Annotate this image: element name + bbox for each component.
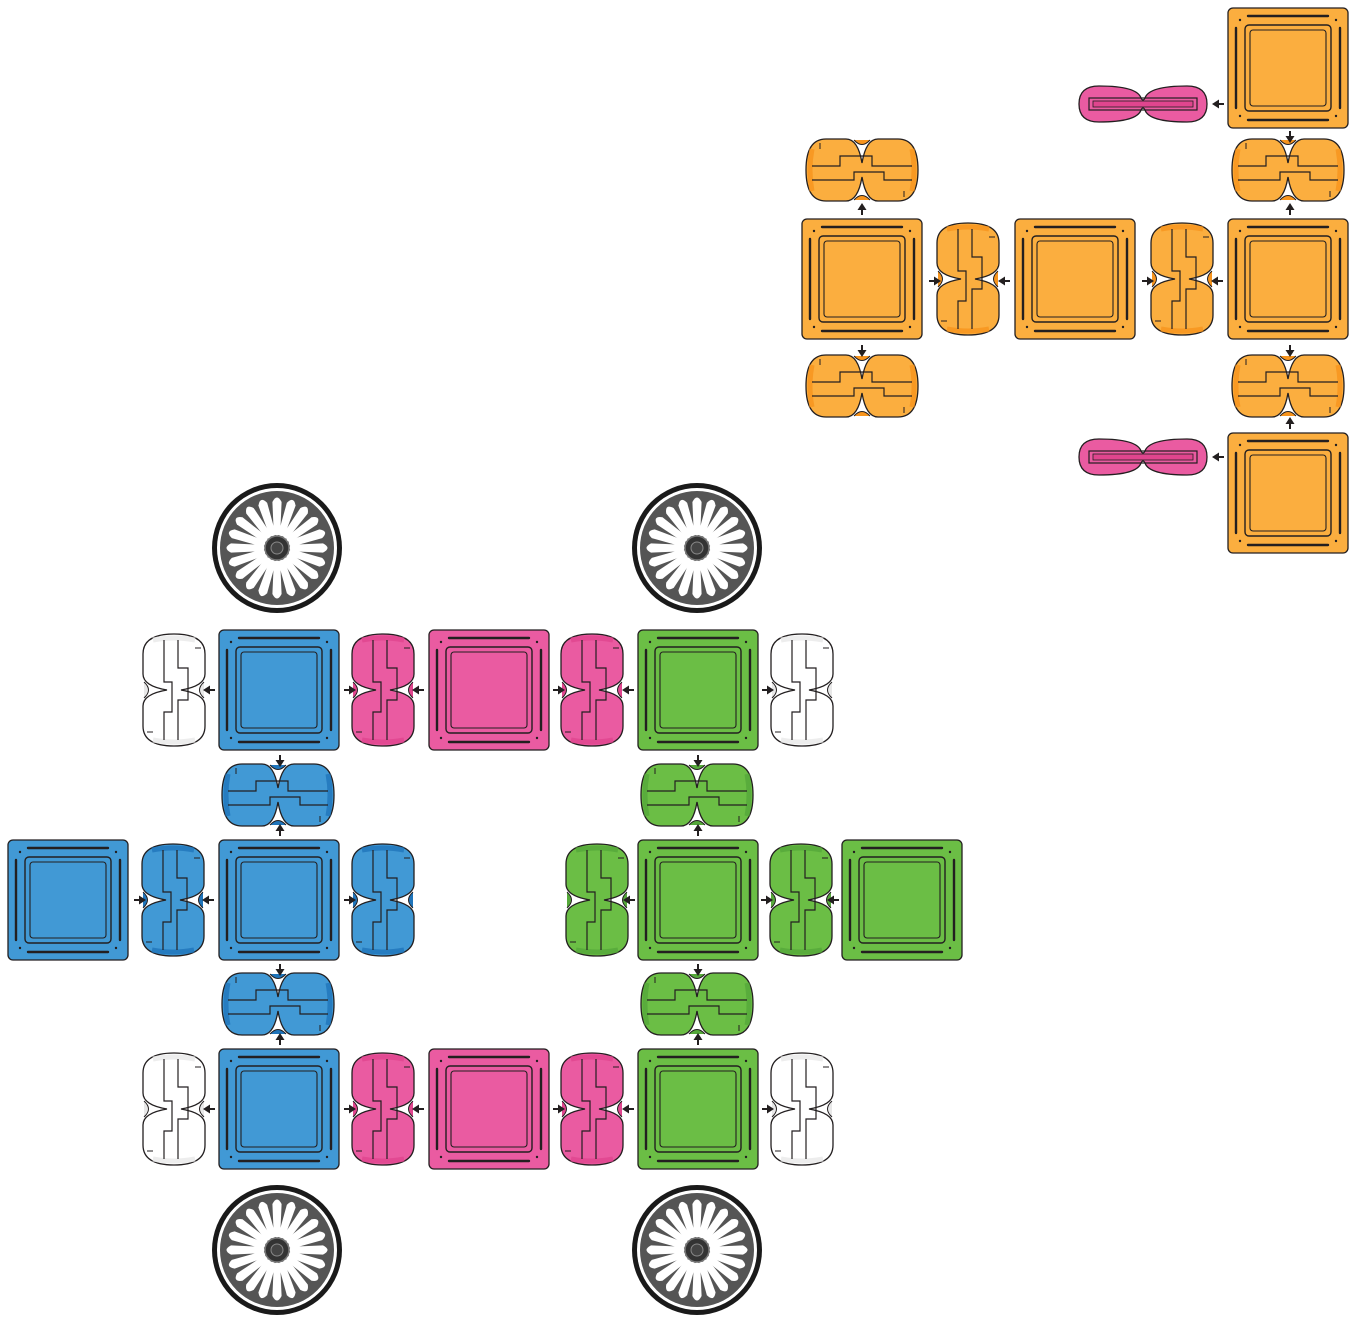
assembly-arrow-up-19 xyxy=(276,824,285,836)
assembly-arrow-up-29 xyxy=(276,1033,285,1045)
assembly-arrow-down-9 xyxy=(858,345,867,357)
square-tile-blue-4 xyxy=(219,840,339,960)
assembly-arrow-left-23 xyxy=(202,896,214,905)
clip-connector-white-3 xyxy=(771,634,833,746)
assembly-arrow-up-3 xyxy=(1286,203,1295,215)
clip-connector-white-0 xyxy=(143,634,205,746)
square-tile-pink-8 xyxy=(429,1049,549,1169)
assembly-arrow-left-32 xyxy=(203,1105,215,1114)
square-tile-orange-2 xyxy=(1015,219,1135,339)
square-tile-blue-7 xyxy=(219,1049,339,1169)
square-tile-green-9 xyxy=(638,1049,758,1169)
clip-connector-blue-10 xyxy=(222,973,334,1035)
square-tile-green-6 xyxy=(842,840,962,960)
clip-connector-orange-4 xyxy=(806,355,918,417)
orange-frame-assembly xyxy=(802,8,1348,553)
square-tile-orange-1 xyxy=(802,219,922,339)
square-tile-orange-0 xyxy=(1228,8,1348,128)
assembly-arrow-left-0 xyxy=(1212,100,1224,109)
clip-connector-green-8 xyxy=(566,844,628,956)
vehicle-base-assembly xyxy=(8,483,962,1315)
clip-connector-white-15 xyxy=(771,1053,833,1165)
square-tile-orange-3 xyxy=(1228,219,1348,339)
assembly-arrow-up-31 xyxy=(694,1033,703,1045)
clip-connector-orange-0 xyxy=(1232,139,1344,201)
square-tile-orange-4 xyxy=(1228,433,1348,553)
clip-connector-white-12 xyxy=(143,1053,205,1165)
assembly-arrow-left-36 xyxy=(622,1105,634,1114)
square-tile-green-2 xyxy=(638,630,758,750)
square-tile-blue-3 xyxy=(8,840,128,960)
clip-connector-pink-14 xyxy=(561,1053,623,1165)
assembly-arrow-left-34 xyxy=(412,1105,424,1114)
clip-connector-blue-4 xyxy=(222,764,334,826)
assembly-arrow-left-6 xyxy=(998,277,1010,286)
spoked-wheel-2 xyxy=(212,1185,342,1315)
square-tile-pink-1 xyxy=(429,630,549,750)
assembly-arrow-up-4 xyxy=(858,203,867,215)
assembly-arrow-left-16 xyxy=(622,686,634,695)
assembly-arrow-up-11 xyxy=(1286,417,1295,429)
assembly-arrow-left-1 xyxy=(1212,453,1224,462)
long-clip-connector-pink-0 xyxy=(1079,86,1207,122)
clip-connector-orange-5 xyxy=(1232,355,1344,417)
clip-connector-orange-2 xyxy=(937,223,999,335)
clip-connector-pink-13 xyxy=(352,1053,414,1165)
spoked-wheel-3 xyxy=(632,1185,762,1315)
clip-connector-green-11 xyxy=(641,973,753,1035)
clip-connector-blue-7 xyxy=(352,844,414,956)
assembly-arrow-up-21 xyxy=(694,824,703,836)
clip-connector-blue-6 xyxy=(142,844,204,956)
clip-connector-orange-1 xyxy=(806,139,918,201)
assembly-arrow-down-10 xyxy=(1286,345,1295,357)
spoked-wheel-0 xyxy=(212,483,342,613)
clip-connector-pink-2 xyxy=(561,634,623,746)
clip-connector-orange-3 xyxy=(1151,223,1213,335)
assembly-arrow-left-12 xyxy=(203,686,215,695)
clip-connector-pink-1 xyxy=(352,634,414,746)
clip-connector-green-9 xyxy=(770,844,832,956)
clip-connector-green-5 xyxy=(641,764,753,826)
long-clip-connector-pink-1 xyxy=(1079,439,1207,475)
assembly-arrow-left-8 xyxy=(1211,277,1223,286)
spoked-wheel-1 xyxy=(632,483,762,613)
assembly-arrow-left-14 xyxy=(412,686,424,695)
square-tile-green-5 xyxy=(638,840,758,960)
square-tile-blue-0 xyxy=(219,630,339,750)
